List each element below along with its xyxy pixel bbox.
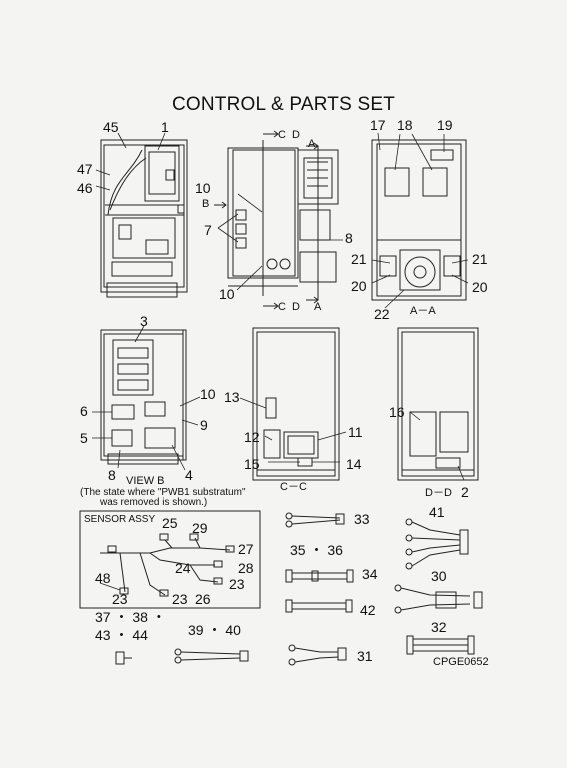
callout-10-viewb: 10 [200,386,216,402]
callout-28: 28 [238,560,254,576]
callout-1: 1 [161,119,169,135]
section-d-bottom: D [292,301,300,313]
callout-10-top: 10 [195,180,211,196]
view-aa-label: A－A [410,305,436,317]
callout-22: 22 [374,306,390,322]
section-a-bottom: A [314,301,322,313]
callout-12: 12 [244,429,260,445]
harness-39-40 [174,648,249,664]
callout-18: 18 [397,117,413,133]
view-b-label: VIEW B [126,475,165,487]
harness-31 [288,644,347,666]
section-a-top: A [308,138,316,150]
section-c-bottom: C [278,301,286,313]
callout-20-right: 20 [472,279,488,295]
callout-26: 26 [195,591,211,607]
view-b-drawing [100,329,187,465]
aa-unit-drawing [371,139,467,301]
sensor-assy-box [79,510,261,609]
front-unit-drawing [100,139,188,298]
callout-5: 5 [80,430,88,446]
callout-31: 31 [357,648,373,664]
callout-23-right: 23 [229,576,245,592]
section-b-arrow: B [202,198,210,210]
side-unit-drawing [214,130,339,310]
callout-20-left: 20 [351,278,367,294]
callout-8-top: 8 [345,230,353,246]
harness-41 [405,518,469,570]
callout-39-40: 39 ・ 40 [188,622,241,638]
sensor-harness [100,533,235,597]
section-c-top: C [278,129,286,141]
callout-6: 6 [80,403,88,419]
callout-2: 2 [461,484,469,500]
callout-3: 3 [140,313,148,329]
callout-21-left: 21 [351,251,367,267]
callout-25: 25 [162,515,178,531]
cc-unit-drawing [252,327,340,481]
sensor-assy-label: SENSOR ASSY [84,514,156,525]
harness-30 [394,584,483,614]
callout-19: 19 [437,117,453,133]
dd-unit-drawing [397,327,479,481]
harness-32 [406,635,475,655]
callout-21-right: 21 [472,251,488,267]
callout-7: 7 [204,222,212,238]
callout-45: 45 [103,119,119,135]
callout-24: 24 [175,560,191,576]
callout-10-bottom: 10 [219,286,235,302]
view-cc-label: C－C [280,481,307,493]
connector-37-44 [115,651,132,665]
harness-33 [285,512,345,528]
callout-11: 11 [348,424,363,440]
view-dd-label: D－D [425,487,452,499]
callout-17: 17 [370,117,386,133]
callout-43-44: 43 ・ 44 [95,627,148,643]
callout-42: 42 [360,602,376,618]
callout-23-mid: 23 [172,591,188,607]
callout-48: 48 [95,570,111,586]
callout-4: 4 [185,467,193,483]
callout-29: 29 [192,520,208,536]
view-b-note-line1: (The state where "PWB1 substratum" [80,487,246,498]
callout-27: 27 [238,541,254,557]
harness-42 [285,599,353,613]
callout-30: 30 [431,568,447,584]
section-d-top: D [292,129,300,141]
callout-34: 34 [362,566,378,582]
diagram-title: CONTROL & PARTS SET [171,94,396,115]
callout-23-left: 23 [112,591,128,607]
callout-32: 32 [431,619,447,635]
callout-47: 47 [77,161,93,177]
callout-46: 46 [77,180,93,196]
callout-15: 15 [244,456,260,472]
callout-16: 16 [389,404,405,420]
view-b-note-line2: was removed is shown.) [100,497,208,508]
callout-14: 14 [346,456,362,472]
callout-8-viewb: 8 [108,467,116,483]
drawing-code: CPGE0652 [433,656,489,668]
callout-35-36: 35 ・ 36 [290,542,343,558]
callout-13: 13 [224,389,240,405]
callout-41: 41 [429,504,445,520]
leader-lines [92,132,469,591]
callout-33: 33 [354,511,370,527]
harness-34 [285,569,354,583]
callout-37-38: 37 ・ 38 ・ [95,609,166,625]
callout-9: 9 [200,417,208,433]
